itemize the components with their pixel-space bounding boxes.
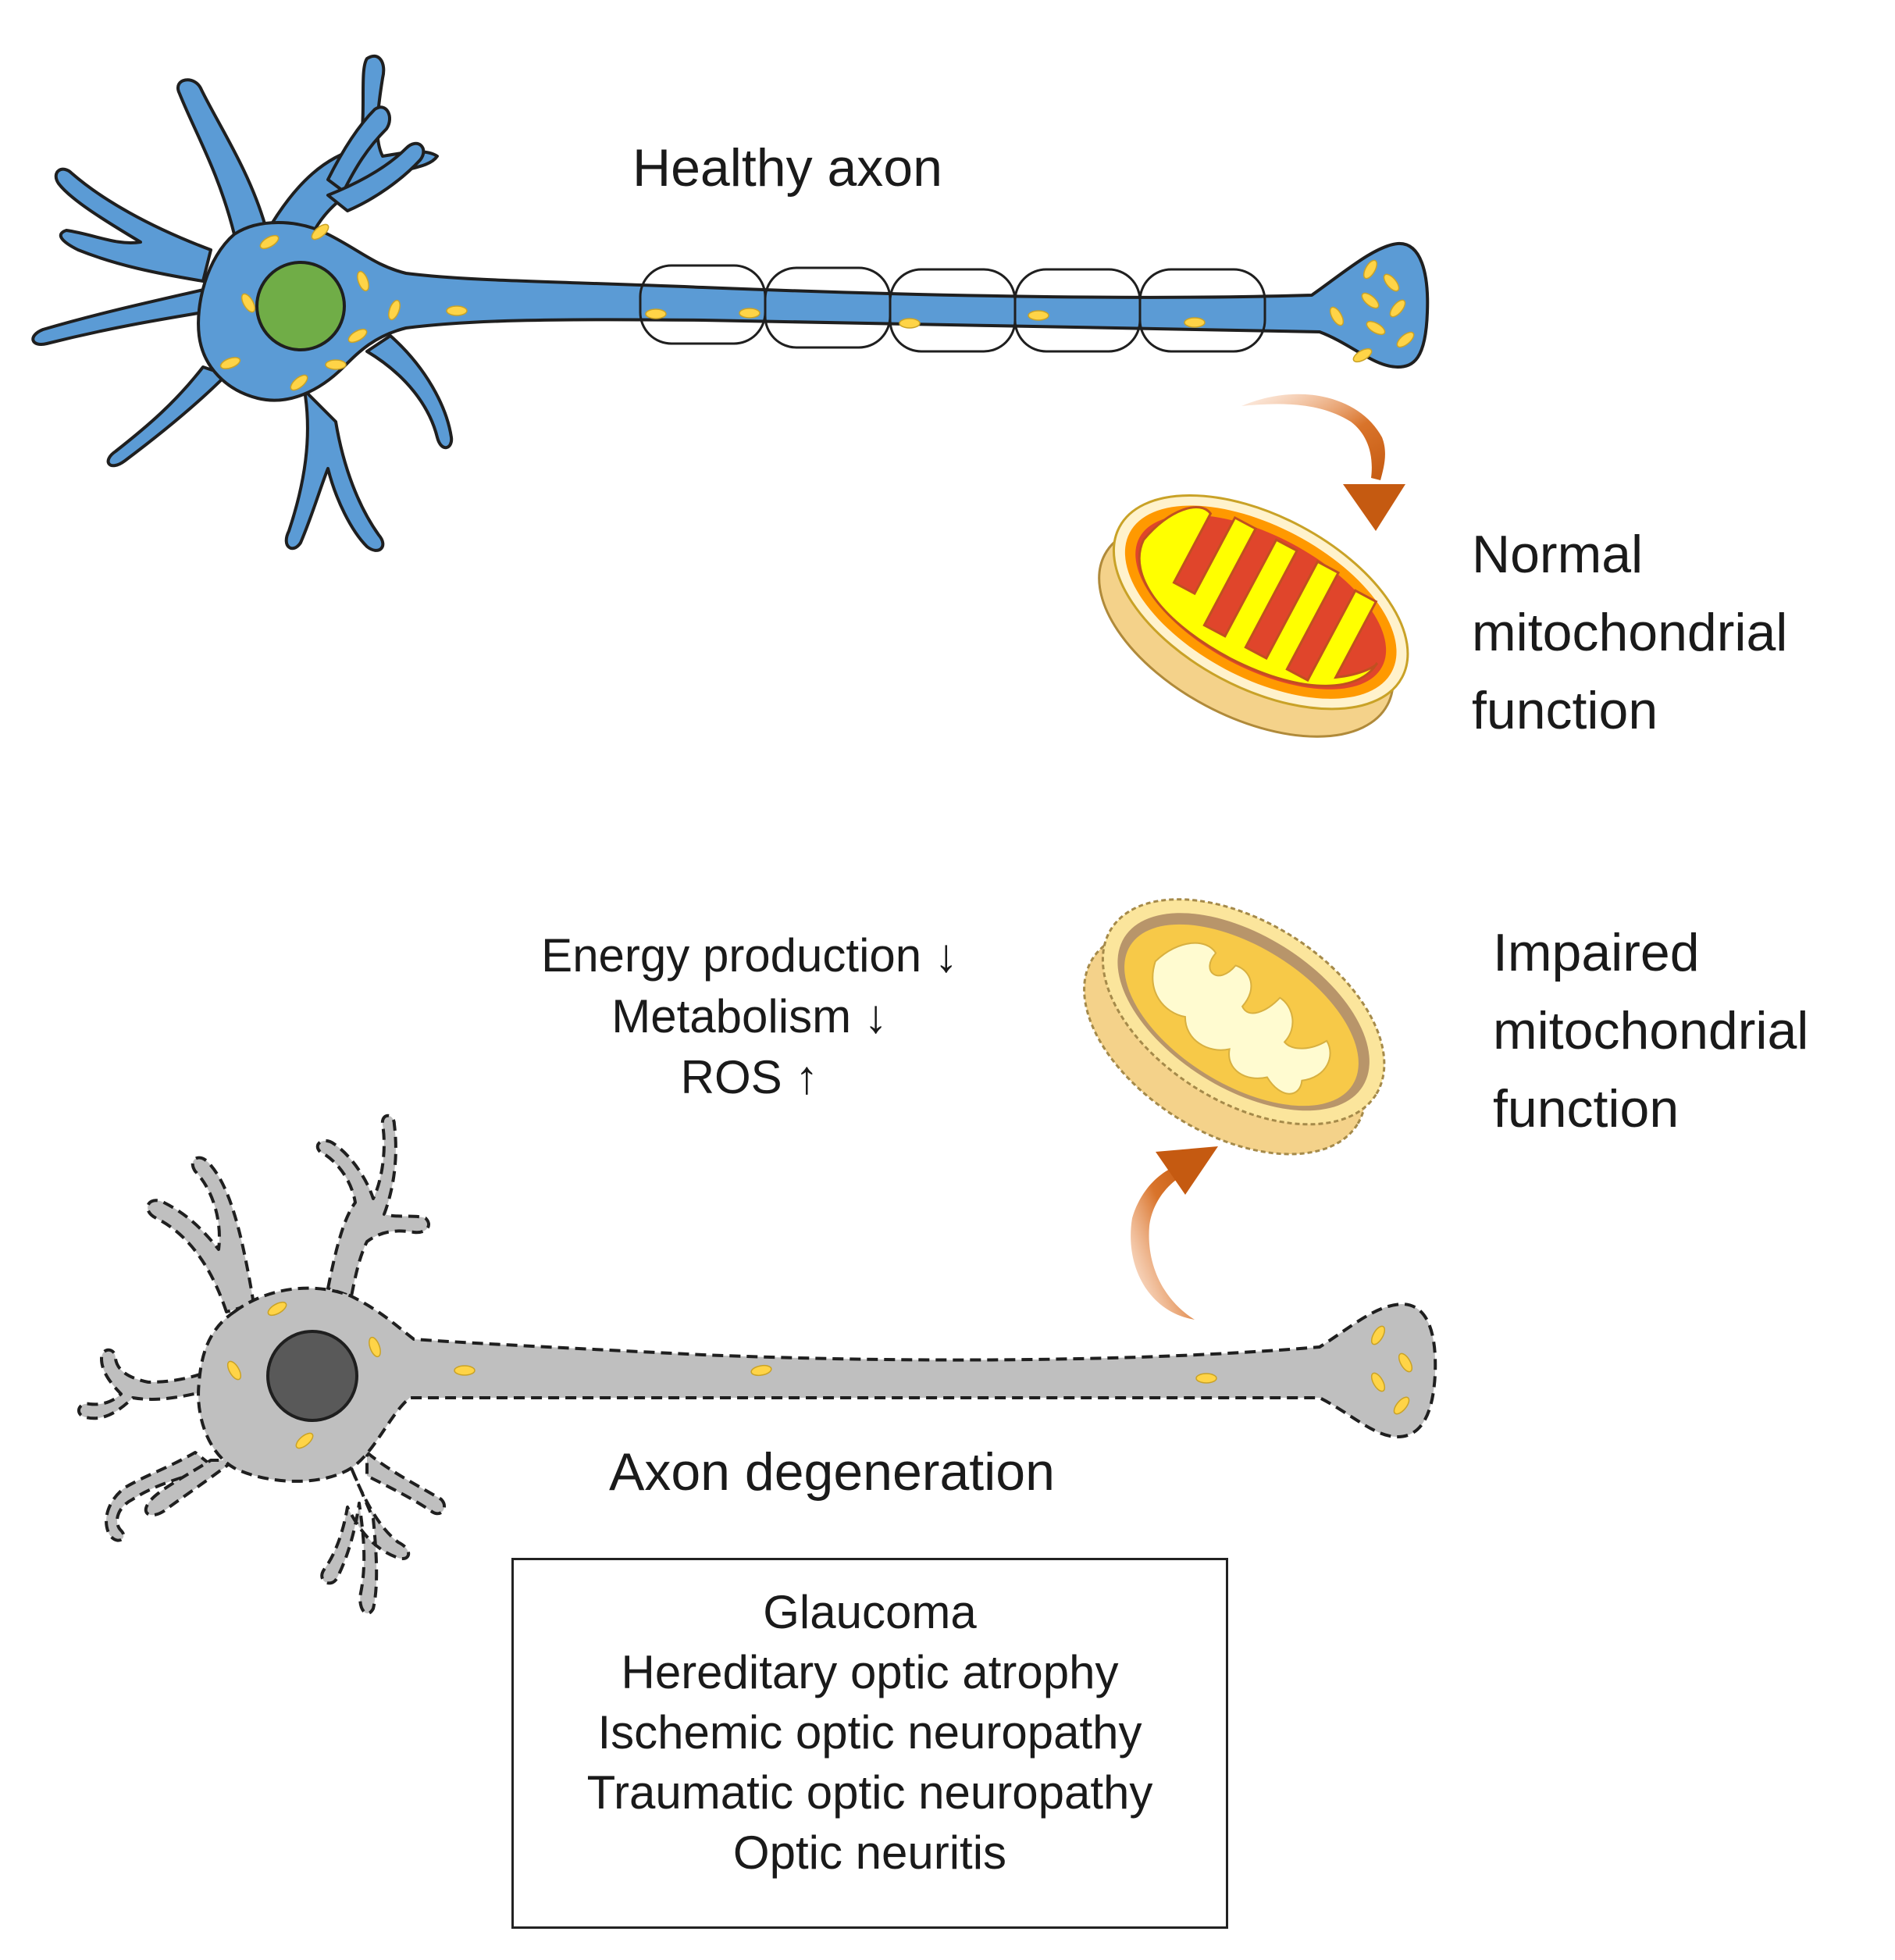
dendrite [320, 1466, 411, 1615]
disease-item: Hereditary optic atrophy [621, 1646, 1119, 1698]
nucleus [266, 1330, 358, 1422]
dendrite [326, 141, 426, 212]
mitochondrion-dot [259, 234, 280, 250]
dendrite [176, 78, 267, 236]
mitochondrion-dot [388, 299, 401, 321]
cell-body-and-axon [197, 1286, 1437, 1483]
mitochondrion-dot [226, 1360, 242, 1381]
disease-item: Traumatic optic neuropathy [586, 1766, 1153, 1819]
dendrite [365, 334, 454, 450]
mitochondrion-dot [1383, 273, 1400, 292]
mitochondrion-dot [1184, 317, 1206, 328]
mitochondrion-dot [295, 1432, 314, 1449]
effect-ros: ROS ↑ [680, 1051, 819, 1103]
impaired-mito-label: Impaired mitochondrial function [1493, 914, 1808, 1148]
mitochondrion-dot [1370, 1372, 1386, 1392]
healthy-neuron [31, 54, 1430, 552]
dendrite [144, 1459, 236, 1517]
disease-list-box: Glaucoma Hereditary optic atrophy Ischem… [511, 1558, 1228, 1929]
mitochondrion-dot [290, 374, 308, 391]
arrow-degeneration-to-impaired-mito [1131, 1146, 1218, 1320]
mitochondrion-dot [311, 223, 329, 241]
mitochondrion-dot [899, 318, 921, 329]
degenerating-neuron [77, 1114, 1437, 1615]
disease-item: Optic neuritis [732, 1826, 1007, 1879]
mitochondrion-dot [739, 308, 760, 319]
mitochondrion-dot [454, 1365, 476, 1376]
impaired-mito-line-1: Impaired [1493, 923, 1700, 982]
dendrite [54, 167, 212, 283]
normal-mito-label: Normal mitochondrial function [1472, 515, 1787, 750]
normal-mitochondrion [1098, 494, 1409, 738]
mitochondrion-dot [369, 1336, 381, 1358]
mitochondrion-dot [645, 308, 667, 319]
mitochondrion-dot [219, 357, 241, 369]
impaired-mitochondrion [1083, 898, 1386, 1156]
mitochondrion-dot [1028, 310, 1049, 321]
mitochondrion-dot [1393, 1396, 1410, 1415]
mitochondrion-dot [1195, 1373, 1217, 1384]
effect-energy: Energy production ↓ [541, 929, 958, 982]
mitochondrion-dot [325, 359, 347, 370]
normal-mito-line-2: mitochondrial [1472, 603, 1788, 662]
mitochondrion-dot [1362, 259, 1378, 280]
dendrite [106, 365, 228, 468]
mitochondrion-dot [1361, 292, 1380, 309]
disease-item: Glaucoma [763, 1586, 977, 1638]
dendrite [326, 105, 391, 193]
mitochondrion-dot [1396, 331, 1415, 348]
impaired-mito-line-3: function [1493, 1079, 1679, 1139]
mitochondrion-dot [1366, 320, 1386, 336]
normal-mito-line-1: Normal [1472, 525, 1644, 584]
disease-item: Ischemic optic neuropathy [597, 1706, 1142, 1759]
mitochondrion-dot [357, 270, 369, 292]
mitochondrion-dot [446, 305, 468, 316]
healthy-axon-label: Healthy axon [632, 138, 942, 198]
cell-body-and-axon [197, 221, 1430, 402]
mitochondrion-dot [347, 328, 368, 344]
axon-degeneration-label: Axon degeneration [609, 1442, 1055, 1502]
myelin-sheath [1138, 268, 1266, 353]
nucleus [255, 261, 346, 351]
dendrite [31, 287, 208, 346]
mitochondrion-dot [1398, 1352, 1413, 1373]
dendrite [315, 1114, 430, 1298]
normal-mito-line-3: function [1472, 681, 1658, 740]
dendrite [77, 1348, 212, 1420]
mitochondrion-dot [240, 293, 256, 313]
mitochondrion-dot [1352, 347, 1373, 363]
arrow-healthy-to-normal-mito [1241, 394, 1405, 531]
mitochondrion-dot [267, 1301, 287, 1317]
mitochondrion-dot [1389, 299, 1406, 318]
effect-metabolism: Metabolism ↓ [611, 990, 888, 1042]
impaired-mito-line-2: mitochondrial [1493, 1001, 1809, 1060]
dendrite [365, 1451, 447, 1516]
mitochondrion-dot [1370, 1325, 1386, 1345]
effects-list: Energy production ↓ Metabolism ↓ ROS ↑ [531, 925, 968, 1108]
mitochondrion-dot [750, 1364, 772, 1377]
mitochondrion-dot [1329, 306, 1345, 326]
dendrite [146, 1156, 255, 1313]
dendrite [284, 389, 385, 552]
